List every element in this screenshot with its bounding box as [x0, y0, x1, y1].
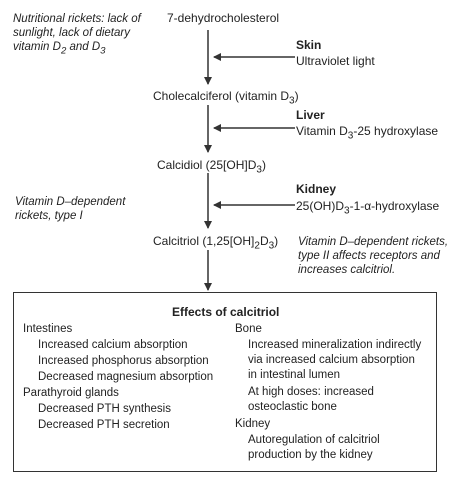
node-calcidiol-end: ) [261, 158, 266, 172]
kidney-item-autoregulation-2: production by the kidney [248, 449, 373, 461]
note-type2-1: Vitamin D–dependent rickets, [298, 236, 449, 248]
kidney-heading: Kidney [235, 418, 271, 430]
node-calcitriol: Calcitriol (1,25[OH]2D3) [153, 234, 278, 253]
note-nutritional-sub2: 2 [60, 45, 67, 57]
bone-item-high-dose-2: osteoclastic bone [248, 401, 337, 413]
parathyroid-item-synthesis: Decreased PTH synthesis [38, 403, 171, 415]
skin-title: Skin [296, 38, 322, 52]
note-type1-2: rickets, type I [15, 210, 83, 222]
node-calcitriol-end: ) [274, 234, 279, 248]
note-nutritional-rickets-2: sunlight, lack of dietary [13, 27, 130, 39]
bone-item-mineralization-3: in intestinal lumen [248, 369, 341, 381]
parathyroid-item-secretion: Decreased PTH secretion [38, 419, 170, 431]
node-calcitriol-sub2: 3 [268, 240, 275, 252]
note-nutritional-3a: vitamin D [13, 41, 61, 53]
node-cholecalciferol: Cholecalciferol (vitamin D3) [153, 89, 299, 108]
kidney-item-autoregulation-1: Autoregulation of calcitriol [248, 434, 380, 446]
node-calcidiol: Calcidiol (25[OH]D3) [157, 158, 266, 177]
liver-sub: 3 [347, 130, 354, 142]
effects-box: Effects of calcitriol Intestines Increas… [13, 292, 437, 472]
note-nutritional-rickets-3: vitamin D2 and D3 [13, 40, 105, 58]
intestines-item-calcium: Increased calcium absorption [38, 339, 188, 351]
intestines-item-magnesium: Decreased magnesium absorption [38, 371, 214, 383]
node-calcidiol-sub: 3 [256, 164, 262, 176]
parathyroid-heading: Parathyroid glands [23, 387, 119, 399]
bone-item-mineralization-2: via increased calcium absorption [248, 354, 415, 366]
note-nutritional-rickets-1: Nutritional rickets: lack of [13, 13, 141, 25]
liver-text-b: -25 hydroxylase [353, 124, 439, 138]
node-cholecalciferol-sub: 3 [289, 95, 295, 107]
node-7-dehydrocholesterol: 7-dehydrocholesterol [167, 11, 280, 25]
intestines-item-phosphorus: Increased phosphorus absorption [38, 355, 209, 367]
note-nutritional-3b: and D [66, 41, 101, 53]
intestines-heading: Intestines [23, 323, 73, 335]
note-type1-1: Vitamin D–dependent [15, 196, 126, 208]
node-cholecalciferol-end: ) [294, 89, 299, 103]
effects-title: Effects of calcitriol [172, 305, 280, 319]
note-nutritional-sub3: 3 [100, 45, 106, 57]
liver-text: Vitamin D3-25 hydroxylase [296, 124, 438, 143]
kidney-sub: 3 [344, 205, 350, 217]
node-cholecalciferol-text: Cholecalciferol (vitamin D [153, 89, 290, 103]
kidney-text-a: 25(OH)D [296, 199, 345, 213]
node-calcitriol-mid: D [259, 234, 269, 248]
skin-text: Ultraviolet light [296, 54, 375, 68]
kidney-text-b: -1-α-hydroxylase [349, 199, 440, 213]
liver-title: Liver [296, 108, 325, 122]
note-type2-2: type II affects receptors and [298, 250, 440, 262]
kidney-title: Kidney [296, 182, 337, 196]
node-calcitriol-sub1: 2 [254, 240, 260, 252]
bone-item-high-dose-1: At high doses: increased [248, 386, 374, 398]
node-calcitriol-text: Calcitriol (1,25[OH] [153, 234, 255, 248]
node-calcidiol-text: Calcidiol (25[OH]D [157, 158, 257, 172]
liver-text-a: Vitamin D [296, 124, 348, 138]
note-type2-3: increases calcitriol. [298, 264, 396, 276]
kidney-text: 25(OH)D3-1-α-hydroxylase [296, 199, 439, 218]
bone-heading: Bone [235, 323, 262, 335]
bone-item-mineralization-1: Increased mineralization indirectly [248, 339, 422, 351]
